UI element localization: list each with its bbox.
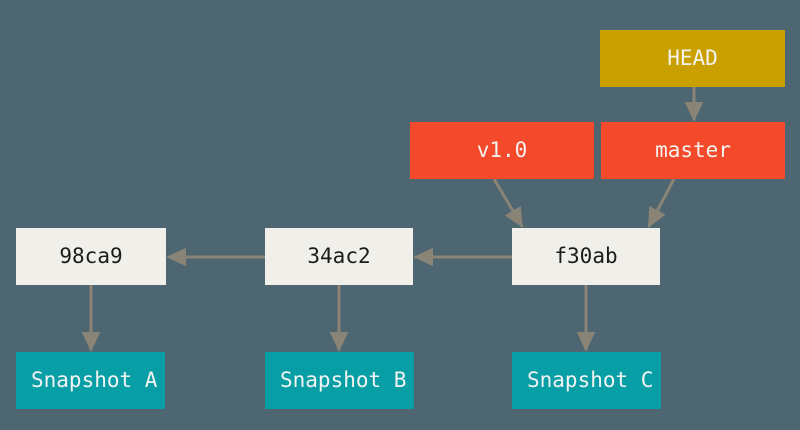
node-branch-master[interactable]: master [601,122,785,179]
node-commit-34ac2-label: 34ac2 [307,244,371,268]
node-snapshot-b[interactable]: Snapshot B [265,352,414,409]
edge-v1.0-to-f30ab [492,178,524,228]
node-commit-98ca9-label: 98ca9 [59,244,123,268]
node-snapshot-a-label: Snapshot A [31,368,158,392]
node-snapshot-c[interactable]: Snapshot C [512,352,661,409]
node-tag-v10-label: v1.0 [476,138,528,162]
node-head[interactable]: HEAD [600,30,785,87]
node-commit-f30ab-label: f30ab [554,244,618,268]
node-snapshot-a[interactable]: Snapshot A [16,352,165,409]
node-branch-master-label: master [655,138,731,162]
node-head-label: HEAD [667,46,718,70]
node-snapshot-c-label: Snapshot C [527,368,654,392]
node-commit-34ac2[interactable]: 34ac2 [265,228,413,285]
node-snapshot-b-label: Snapshot B [280,368,407,392]
node-commit-f30ab[interactable]: f30ab [512,228,660,285]
edge-master-to-f30ab [647,178,676,228]
node-commit-98ca9[interactable]: 98ca9 [16,228,166,285]
node-tag-v10[interactable]: v1.0 [410,122,594,179]
